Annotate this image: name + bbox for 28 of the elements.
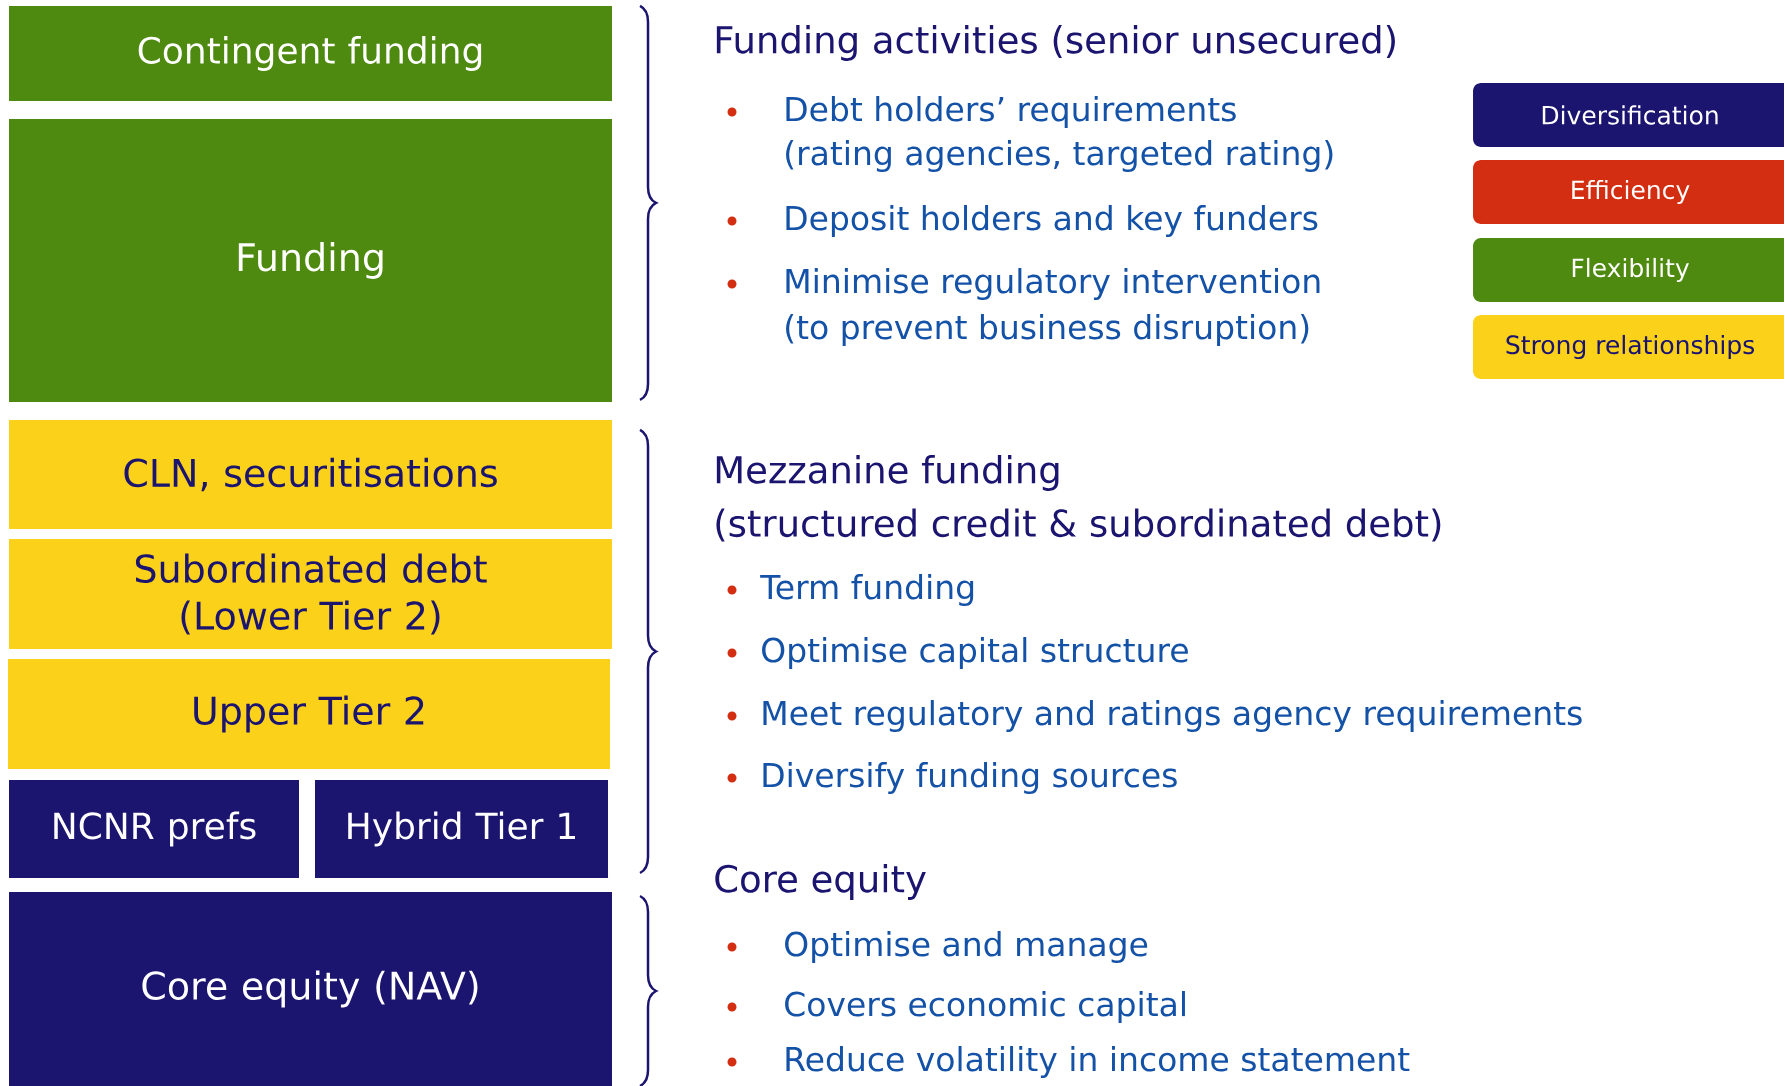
bullet-text: Meet regulatory and ratings agency requirements bbox=[763, 700, 1582, 732]
legend-key: Flexibility bbox=[1473, 238, 1784, 302]
legend-key: Efficiency bbox=[1473, 160, 1784, 224]
legend-key: Diversification bbox=[1473, 83, 1784, 147]
legend-key: Strong relationships bbox=[1473, 315, 1784, 379]
block: CLN, securitisations bbox=[9, 420, 612, 529]
block: Hybrid Tier 1 bbox=[315, 780, 608, 878]
block: Funding bbox=[9, 119, 612, 402]
bullet-text: (to prevent business disruption) bbox=[786, 314, 1309, 346]
block: Upper Tier 2 bbox=[8, 659, 610, 769]
block: Core equity (NAV) bbox=[9, 892, 612, 1086]
bullet-text: Deposit holders and key funders bbox=[786, 205, 1318, 237]
bullet-text: Covers economic capital bbox=[785, 991, 1185, 1023]
bullet-text: Optimise and manage bbox=[785, 931, 1148, 963]
heading: Mezzanine funding bbox=[716, 455, 1059, 491]
bullet-text: Minimise regulatory intervention bbox=[786, 268, 1320, 300]
heading: (structured credit & subordinated debt) bbox=[716, 508, 1441, 542]
bullet-text: Diversify funding sources bbox=[763, 762, 1177, 794]
block: NCNR prefs bbox=[9, 780, 299, 878]
bullet-text: Optimise capital structure bbox=[762, 637, 1188, 669]
block: Subordinated debt (Lower Tier 2) bbox=[9, 539, 612, 649]
bullet-text: Reduce volatility in income statement bbox=[786, 1046, 1410, 1078]
bullet-text: (rating agencies, targeted rating) bbox=[786, 140, 1333, 172]
bullet-text: Term funding bbox=[760, 574, 974, 606]
heading: Core equity bbox=[715, 864, 926, 900]
heading: Funding activities (senior unsecured) bbox=[716, 25, 1395, 61]
block: Contingent funding bbox=[9, 6, 612, 101]
bullet-text: Debt holders’ requirements bbox=[786, 96, 1236, 128]
